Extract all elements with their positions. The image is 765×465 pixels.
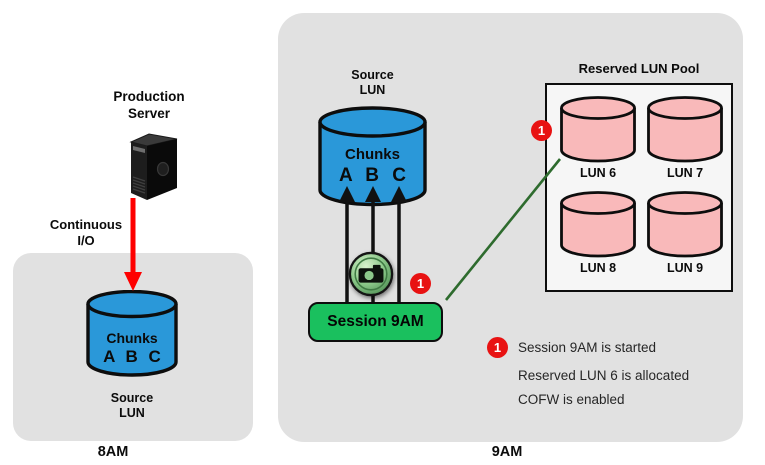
source-lun-cylinder-8am: Chunks A B C xyxy=(86,290,178,378)
lun8-label: LUN 8 xyxy=(579,261,617,275)
chunk-letters-9am: A B C xyxy=(338,165,407,186)
step1-badge-pool: 1 xyxy=(531,120,552,141)
session-9am-label: Session 9AM xyxy=(327,313,424,330)
lun6-label: LUN 6 xyxy=(579,166,617,180)
chunks-title-9am: Chunks xyxy=(344,146,400,163)
step1-badge-legend: 1 xyxy=(487,337,508,358)
continuous-io-label: Continuous I/O xyxy=(36,217,136,249)
reserved-lun-pool-title: Reserved LUN Pool xyxy=(578,61,700,76)
source-lun-label-9am: Source LUN xyxy=(318,68,427,98)
lun6-cylinder xyxy=(560,96,636,163)
time-label-8am: 8AM xyxy=(97,444,129,460)
source-lun-cylinder-9am: Chunks A B C xyxy=(318,106,427,207)
source-lun-label-8am-line2: LUN xyxy=(119,406,145,420)
chunk-letters-8am: A B C xyxy=(103,347,161,366)
server-tower-icon xyxy=(126,129,180,202)
source-lun-label-8am: Source LUN xyxy=(86,391,178,421)
legend-line-3: COFW is enabled xyxy=(518,392,625,407)
source-lun-label-9am-line2: LUN xyxy=(359,83,386,97)
time-label-9am: 9AM xyxy=(491,444,523,460)
snapshot-camera-icon xyxy=(348,251,394,297)
production-server-label: Production Server xyxy=(94,88,204,122)
continuous-io-line1: Continuous xyxy=(49,217,123,232)
continuous-io-line2: I/O xyxy=(77,233,95,248)
session-9am-box: Session 9AM xyxy=(308,302,443,342)
lun7-label: LUN 7 xyxy=(666,166,704,180)
lun9-label: LUN 9 xyxy=(666,261,704,275)
legend-line-2: Reserved LUN 6 is allocated xyxy=(518,368,690,383)
lun8-cylinder xyxy=(560,191,636,258)
chunks-title-8am: Chunks xyxy=(106,330,158,346)
production-server-label-line2: Server xyxy=(127,106,171,121)
production-server-label-line1: Production xyxy=(113,89,185,104)
source-lun-label-9am-line1: Source xyxy=(351,68,394,82)
legend-line-1: Session 9AM is started xyxy=(518,340,657,355)
source-lun-label-8am-line1: Source xyxy=(110,391,154,405)
step1-badge-session: 1 xyxy=(410,273,431,294)
lun7-cylinder xyxy=(647,96,723,163)
lun9-cylinder xyxy=(647,191,723,258)
